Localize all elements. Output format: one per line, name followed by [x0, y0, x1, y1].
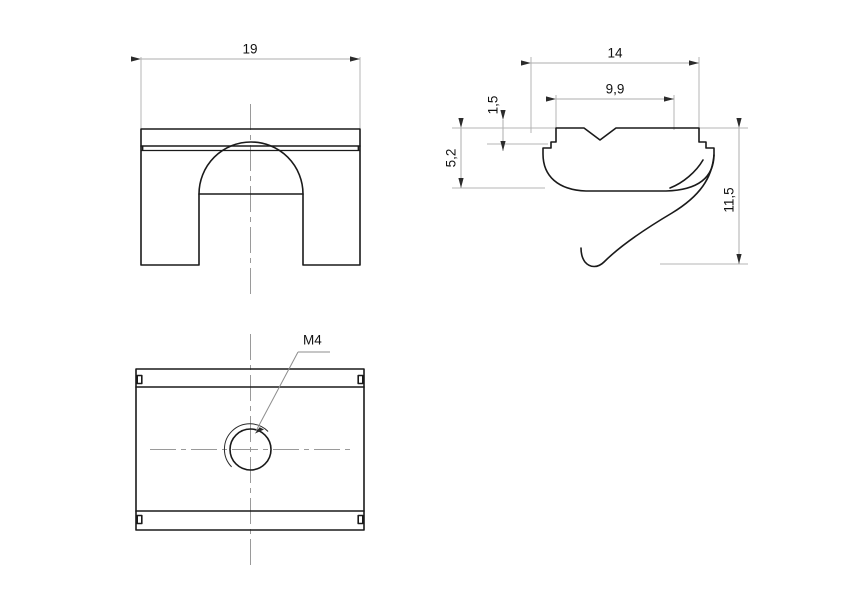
front-view-outline — [140, 128, 361, 266]
thread-callout-leader: M4 — [254, 333, 330, 434]
top-view-notch-top-right — [357, 374, 364, 385]
threaded-hole-circle — [229, 428, 272, 471]
side-view-hook-tail — [580, 154, 715, 268]
dimension-value-9-9: 9,9 — [606, 82, 625, 97]
dimension-side-inner-width: 9,9 — [546, 82, 675, 130]
dimension-side-width: 14 — [521, 46, 700, 133]
dimension-value-19: 19 — [242, 42, 257, 57]
top-view-notch-bottom-right — [357, 514, 364, 525]
dimension-side-step-height: 1,5 — [486, 96, 556, 151]
top-view-notch-bottom-left — [136, 514, 143, 525]
dimension-side-body-height: 5,2 — [444, 118, 556, 189]
dimension-front-width: 19 — [131, 42, 361, 136]
thread-callout-label: M4 — [303, 333, 322, 348]
side-view-profile — [542, 127, 715, 192]
dimension-value-1-5: 1,5 — [486, 96, 501, 115]
side-view-hook-inner — [669, 159, 704, 189]
side-view: 14 9,9 1,5 5,2 — [444, 46, 748, 268]
dimension-value-14: 14 — [607, 46, 623, 61]
dimension-side-total-height: 11,5 — [660, 118, 748, 265]
leader-arrow-head — [254, 427, 264, 434]
dimension-value-11-5: 11,5 — [722, 187, 737, 212]
top-view: M4 — [135, 333, 365, 567]
top-view-outline — [135, 368, 365, 531]
dimension-value-5-2: 5,2 — [444, 149, 459, 168]
front-view: 19 — [131, 42, 361, 296]
top-view-notch-top-left — [136, 374, 143, 385]
